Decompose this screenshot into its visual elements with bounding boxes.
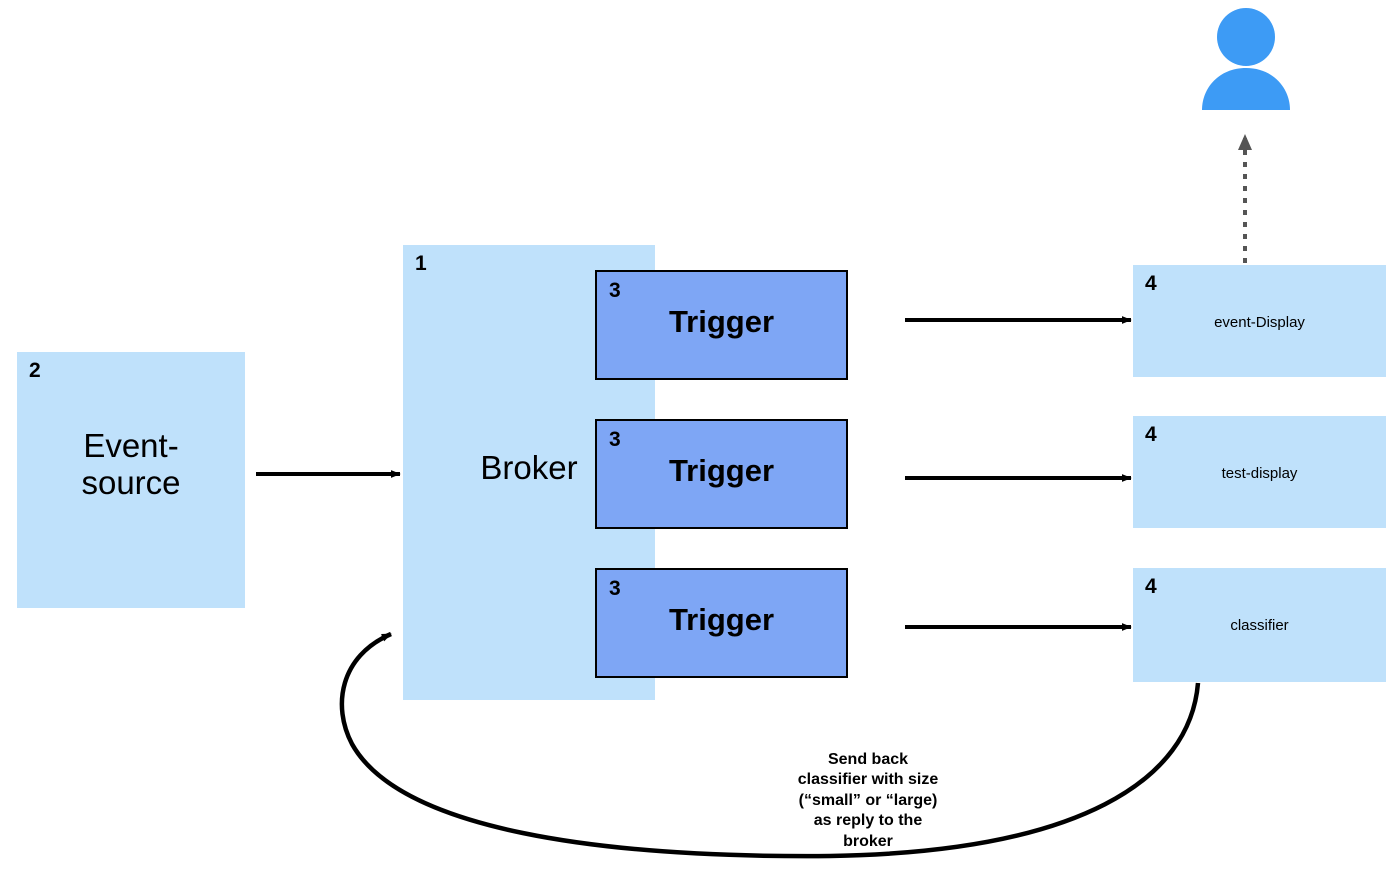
trigger-label-2: Trigger (668, 453, 775, 488)
sink-box-event-display[interactable]: 4 event-Display (1133, 265, 1386, 377)
event-source-label: Event- source (81, 427, 181, 501)
broker-badge: 1 (415, 252, 427, 275)
trigger-label-1: Trigger (668, 304, 775, 339)
sink-badge-2: 4 (1145, 423, 1157, 446)
sink-label-classifier: classifier (1230, 617, 1289, 634)
sink-badge-3: 4 (1145, 575, 1157, 598)
trigger-badge-2: 3 (609, 428, 621, 451)
trigger-badge-1: 3 (609, 279, 621, 302)
sink-label-test-display: test-display (1221, 465, 1298, 482)
trigger-badge-3: 3 (609, 577, 621, 600)
sink-box-classifier[interactable]: 4 classifier (1133, 568, 1386, 682)
trigger-box-1[interactable]: 3 Trigger (595, 270, 848, 380)
person-icon (1199, 6, 1293, 110)
trigger-box-3[interactable]: 3 Trigger (595, 568, 848, 678)
trigger-label-3: Trigger (668, 602, 775, 637)
sink-badge-1: 4 (1145, 272, 1157, 295)
feedback-caption: Send back classifier with size (“small” … (797, 751, 939, 850)
person-icon-glyph (1202, 8, 1290, 110)
trigger-box-2[interactable]: 3 Trigger (595, 419, 848, 529)
event-source-badge: 2 (29, 359, 41, 382)
sink-label-event-display: event-Display (1214, 314, 1305, 331)
sink-box-test-display[interactable]: 4 test-display (1133, 416, 1386, 528)
broker-label: Broker (480, 449, 578, 486)
event-source-box[interactable]: 2 Event- source (17, 352, 245, 608)
